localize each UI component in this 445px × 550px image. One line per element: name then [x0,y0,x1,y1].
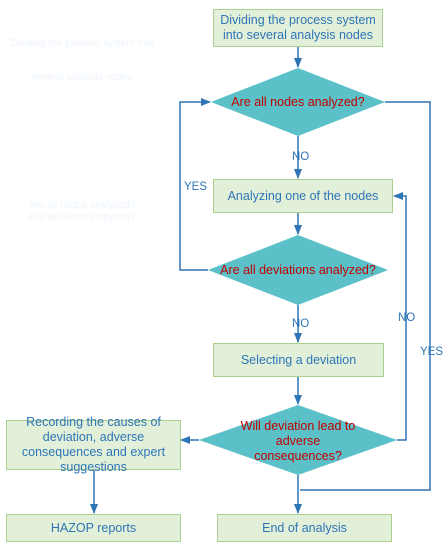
arrow-qdev-yes-loop [179,98,211,271]
decision-text-deviations: Are all deviations analyzed? [220,262,376,277]
box-analyze: Analyzing one of the nodes [213,179,393,213]
ghost-text-2: several analysis nodes [31,72,133,83]
box-select: Selecting a deviation [213,343,384,377]
decision-text-nodes: Are all nodes analyzed? [231,94,365,109]
decision-diamond-lead [199,405,397,475]
label-yes-right: YES [420,346,444,358]
decision-diamond-deviations [208,235,388,305]
box-end: End of analysis [217,514,392,542]
ghost-text-3: Are all nodes analyzed? [28,200,136,211]
label-no-right: NO [398,312,416,324]
label-yes-left: YES [184,181,208,193]
box-record: Recording the causes of deviation, adver… [6,415,181,474]
arrow-qnodes-yes-to-end [300,101,431,491]
label-no-deviations: NO [292,318,310,330]
label-no-nodes: NO [292,151,310,163]
arrow-qlead-no-loop [393,192,407,441]
box-reports: HAZOP reports [6,514,181,542]
ghost-text-1: Dividing the process system into [10,38,154,49]
box-start: Dividing the process system into several… [213,9,383,47]
ghost-text-4: Are all nodes analyzed? [28,212,136,223]
decision-text-lead: Will deviation lead to adverse consequen… [240,418,356,463]
decision-diamond-nodes [211,68,385,136]
